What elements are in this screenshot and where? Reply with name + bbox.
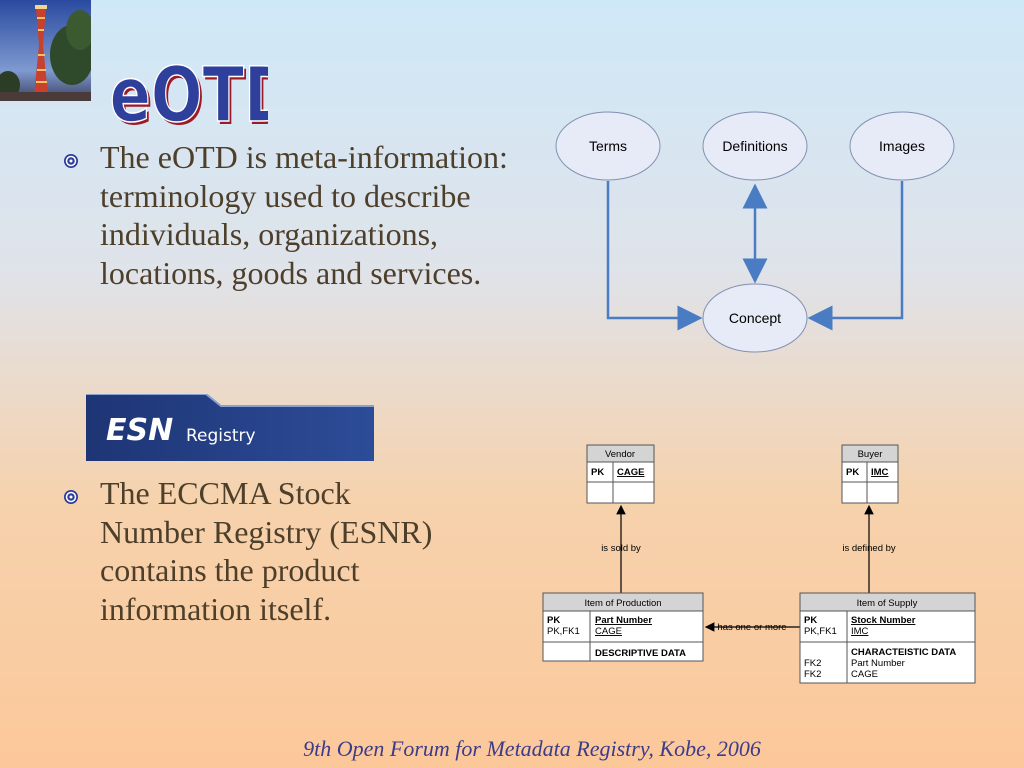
- slide-title: eOTD eOTD: [108, 44, 297, 143]
- concept-connectors: [606, 181, 904, 331]
- svg-text:PK: PK: [591, 467, 604, 478]
- svg-text:CAGE: CAGE: [595, 626, 622, 637]
- svg-text:Images: Images: [879, 138, 925, 154]
- svg-text:Definitions: Definitions: [722, 138, 787, 154]
- svg-text:PK: PK: [804, 615, 817, 626]
- svg-text:Concept: Concept: [729, 310, 781, 326]
- item-of-supply-entity: Item of Supply PK PK,FK1 Stock Number IM…: [799, 592, 976, 684]
- concept-node: Concept: [702, 283, 808, 353]
- svg-text:Item of Supply: Item of Supply: [857, 598, 918, 609]
- svg-text:IMC: IMC: [871, 467, 889, 478]
- svg-text:FK2: FK2: [804, 669, 821, 680]
- svg-text:Stock Number: Stock Number: [851, 615, 916, 626]
- svg-text:DESCRIPTIVE DATA: DESCRIPTIVE DATA: [595, 648, 686, 659]
- slide-footer: 9th Open Forum for Metadata Registry, Ko…: [303, 736, 761, 761]
- svg-text:Registry: Registry: [186, 426, 256, 446]
- er-connectors: [616, 504, 874, 632]
- bullet-text-2: The ECCMA Stock Number Registry (ESNR) c…: [100, 475, 433, 627]
- kobe-port-tower-photo: [0, 0, 91, 101]
- item-of-production-entity: Item of Production PK PK,FK1 Part Number…: [542, 592, 704, 662]
- gear-bullet-icon: [62, 152, 80, 170]
- svg-text:CAGE: CAGE: [617, 467, 644, 478]
- buyer-entity: Buyer PK IMC: [841, 444, 899, 504]
- svg-text:PK,FK1: PK,FK1: [804, 626, 837, 637]
- vendor-entity: Vendor PK CAGE: [586, 444, 655, 504]
- svg-text:Buyer: Buyer: [858, 449, 883, 460]
- svg-text:IMC: IMC: [851, 626, 869, 637]
- svg-text:FK2: FK2: [804, 658, 821, 669]
- esn-registry-logo: ESN Registry: [86, 393, 374, 461]
- svg-text:Item of Production: Item of Production: [584, 598, 661, 609]
- svg-text:PK: PK: [846, 467, 859, 478]
- svg-text:Vendor: Vendor: [605, 449, 635, 460]
- relationship-label: has one or more: [717, 622, 786, 633]
- svg-text:eOTD: eOTD: [112, 54, 268, 134]
- svg-text:CAGE: CAGE: [851, 669, 878, 680]
- definitions-node: Definitions: [702, 111, 808, 181]
- svg-text:PK,FK1: PK,FK1: [547, 626, 580, 637]
- svg-text:Part Number: Part Number: [595, 615, 652, 626]
- relationship-label: is defined by: [842, 543, 896, 554]
- gear-bullet-icon: [62, 488, 80, 506]
- bullet-text-1: The eOTD is meta-information: terminolog…: [100, 139, 508, 291]
- svg-text:Terms: Terms: [589, 138, 627, 154]
- svg-text:CHARACTEISTIC DATA: CHARACTEISTIC DATA: [851, 647, 956, 658]
- relationship-label: is sold by: [601, 543, 641, 554]
- svg-text:Part Number: Part Number: [851, 658, 905, 669]
- svg-text:PK: PK: [547, 615, 560, 626]
- svg-text:ESN: ESN: [106, 413, 173, 448]
- terms-node: Terms: [555, 111, 661, 181]
- images-node: Images: [849, 111, 955, 181]
- svg-text:eOTD: eOTD: [110, 51, 268, 134]
